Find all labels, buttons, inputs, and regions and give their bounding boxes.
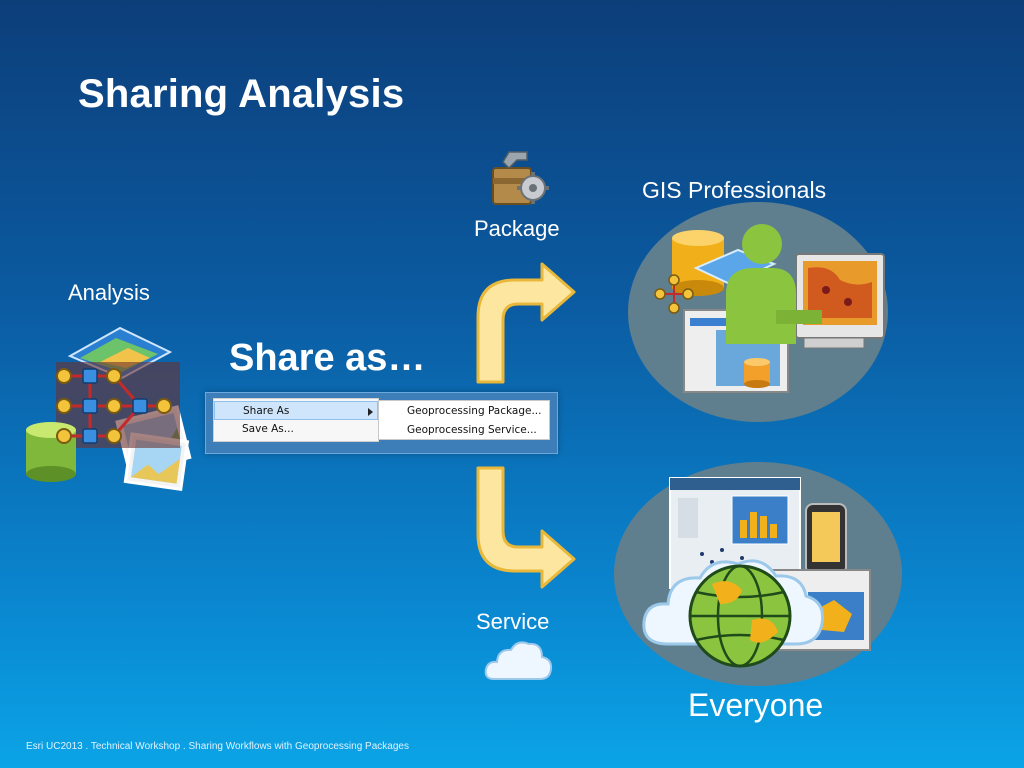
context-menu: Share As Save As... [213,398,379,442]
gis-professionals-label: GIS Professionals [642,177,827,203]
analysis-label: Analysis [68,280,150,305]
service-label: Service [476,609,550,634]
arrow-down-right-icon [476,466,576,589]
menu-item-save-as[interactable]: Save As... [214,420,378,439]
toolbox-gear-icon [492,151,549,205]
share-as-heading: Share as… [229,337,426,379]
submenu-arrow-icon [368,408,373,416]
model-builder-icon [26,326,192,492]
gis-user-icon [628,202,888,422]
submenu-item-geoprocessing-package[interactable]: Geoprocessing Package... [407,405,542,417]
submenu-item-geoprocessing-service[interactable]: Geoprocessing Service... [407,424,537,436]
cloud-icon [484,641,553,680]
footer-text: Esri UC2013 . Technical Workshop . Shari… [26,741,409,752]
menu-item-share-as[interactable]: Share As [214,401,378,420]
everyone-label: Everyone [688,687,824,723]
package-label: Package [474,216,560,241]
share-as-submenu: Geoprocessing Package... Geoprocessing S… [378,400,550,440]
web-globe-icon [614,462,902,686]
menu-item-save-as-label: Save As... [242,423,294,435]
arrow-up-right-icon [476,262,576,384]
menu-item-share-as-label: Share As [243,405,290,417]
slide-title: Sharing Analysis [78,72,405,116]
